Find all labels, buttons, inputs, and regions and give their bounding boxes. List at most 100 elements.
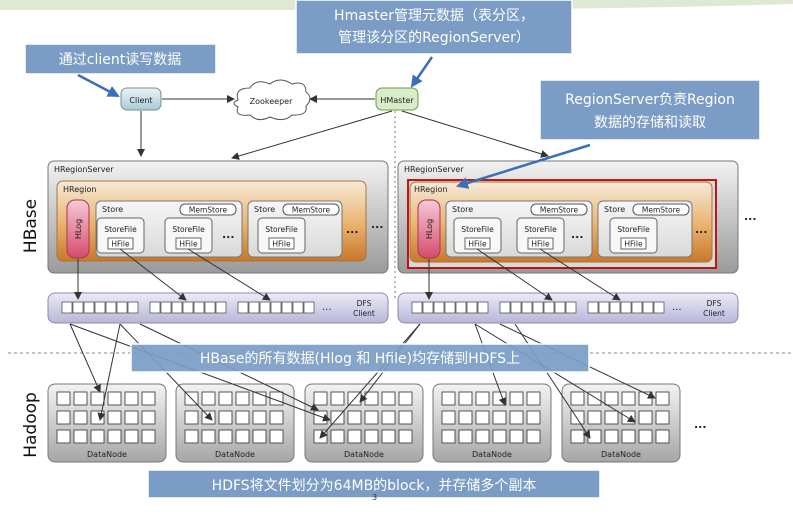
datanode-block: [381, 391, 396, 406]
datanode-block: [73, 429, 88, 444]
datanode-block: [458, 391, 473, 406]
datanode-block: [475, 391, 490, 406]
svg-text:RegionServer负责Region: RegionServer负责Region: [565, 92, 735, 108]
datanode-block: [655, 391, 670, 406]
dfs-block-cell: [171, 301, 183, 314]
callout-hmaster: Hmaster管理元数据（表分区， 管理该分区的RegionServer）: [295, 0, 573, 88]
datanode-ellipsis: ...: [694, 418, 707, 431]
svg-text:...: ...: [744, 210, 757, 223]
hbase-side-label: HBase: [21, 199, 41, 253]
svg-text:...: ...: [346, 223, 359, 236]
datanode-block: [107, 391, 122, 406]
dfs-block-cell: [620, 301, 632, 314]
datanode-block: [218, 410, 233, 425]
svg-text:...: ...: [222, 228, 235, 241]
datanode-block: [184, 410, 199, 425]
dfs-block-cell: [204, 301, 216, 314]
svg-text:HRegionServer: HRegionServer: [54, 165, 114, 174]
svg-text:StoreFile: StoreFile: [265, 225, 298, 234]
dfs-block-cell: [477, 301, 489, 314]
datanode-5: DataNode: [561, 383, 681, 463]
dfs-block-cell: [237, 301, 249, 314]
datanode-block: [398, 429, 413, 444]
datanode-block: [184, 429, 199, 444]
datanode-block: [364, 429, 379, 444]
svg-text:Client: Client: [353, 309, 375, 318]
svg-text:MemStore: MemStore: [642, 206, 681, 215]
dfs-block-cell: [411, 301, 423, 314]
datanode-block: [587, 429, 602, 444]
svg-text:StoreFile: StoreFile: [617, 225, 650, 234]
dfs-block-cell: [433, 301, 445, 314]
dfs-block-cell: [499, 301, 511, 314]
datanode-block: [604, 410, 619, 425]
dfs-block-cell: [422, 301, 434, 314]
svg-text:...: ...: [695, 223, 708, 236]
svg-text:Client: Client: [703, 309, 725, 318]
svg-text:HDFS将文件划分为64MB的block，并存储多个副本: HDFS将文件划分为64MB的block，并存储多个副本: [212, 477, 537, 494]
datanode-block: [604, 391, 619, 406]
hmaster-node: HMaster: [375, 87, 419, 111]
datanode-block: [492, 429, 507, 444]
datanode-block: [90, 391, 105, 406]
datanode-block: [509, 410, 524, 425]
datanode-block: [638, 429, 653, 444]
svg-text:Store: Store: [452, 205, 473, 214]
svg-text:...: ...: [571, 228, 584, 241]
datanode-block: [73, 391, 88, 406]
datanode-block: [475, 429, 490, 444]
datanode-block: [141, 391, 156, 406]
datanode-block: [201, 429, 216, 444]
svg-text:HFile: HFile: [531, 240, 550, 249]
datanode-label: DataNode: [87, 450, 127, 459]
dfs-client-right: ... DFS Client: [397, 292, 739, 324]
datanode-block: [269, 410, 284, 425]
dfs-block-cell: [653, 301, 665, 314]
datanode-label: DataNode: [215, 450, 255, 459]
svg-text:HRegionServer: HRegionServer: [404, 165, 464, 174]
dfs-block-cell: [281, 301, 293, 314]
svg-text:HFile: HFile: [468, 240, 487, 249]
svg-text:Store: Store: [254, 205, 275, 214]
callout-hbase-hdfs: HBase的所有数据(Hlog 和 Hfile)均存储到HDFS上: [130, 343, 590, 373]
hlog-right: [417, 199, 441, 259]
dfs-block-cell: [510, 301, 522, 314]
svg-text:StoreFile: StoreFile: [461, 225, 494, 234]
datanode-block: [90, 429, 105, 444]
svg-text:Client: Client: [129, 96, 152, 105]
datanode-block: [441, 429, 456, 444]
datanode-block: [621, 429, 636, 444]
datanode-block: [364, 410, 379, 425]
dfs-block-cell: [127, 301, 139, 314]
dfs-block-cell: [193, 301, 205, 314]
dfs-block-cell: [160, 301, 172, 314]
page-number: 3: [372, 493, 377, 502]
dfs-block-cell: [455, 301, 467, 314]
svg-text:DFS: DFS: [357, 299, 372, 308]
dfs-block-cell: [182, 301, 194, 314]
callout-region-server: RegionServer负责Region 数据的存储和读取: [456, 79, 761, 189]
datanode-block: [655, 410, 670, 425]
svg-text:HMaster: HMaster: [380, 96, 414, 105]
dfs-block-cell: [466, 301, 478, 314]
datanode-block: [621, 391, 636, 406]
datanode-block: [56, 391, 71, 406]
dfs-block-cell: [149, 301, 161, 314]
dfs-block-cell: [532, 301, 544, 314]
datanode-block: [235, 391, 250, 406]
datanode-block: [381, 410, 396, 425]
client-node: Client: [120, 87, 162, 111]
dfs-block-cell: [61, 301, 73, 314]
dfs-block-cell: [631, 301, 643, 314]
datanode-block: [218, 391, 233, 406]
svg-text:HFile: HFile: [111, 240, 130, 249]
datanode-block: [218, 429, 233, 444]
datanode-block: [492, 410, 507, 425]
svg-text:Zookeeper: Zookeeper: [250, 97, 293, 106]
datanode-block: [56, 429, 71, 444]
datanode-block: [526, 391, 541, 406]
datanode-block: [509, 391, 524, 406]
dfs-block-cell: [292, 301, 304, 314]
hfile-to-dfs-arrows: [74, 248, 621, 301]
